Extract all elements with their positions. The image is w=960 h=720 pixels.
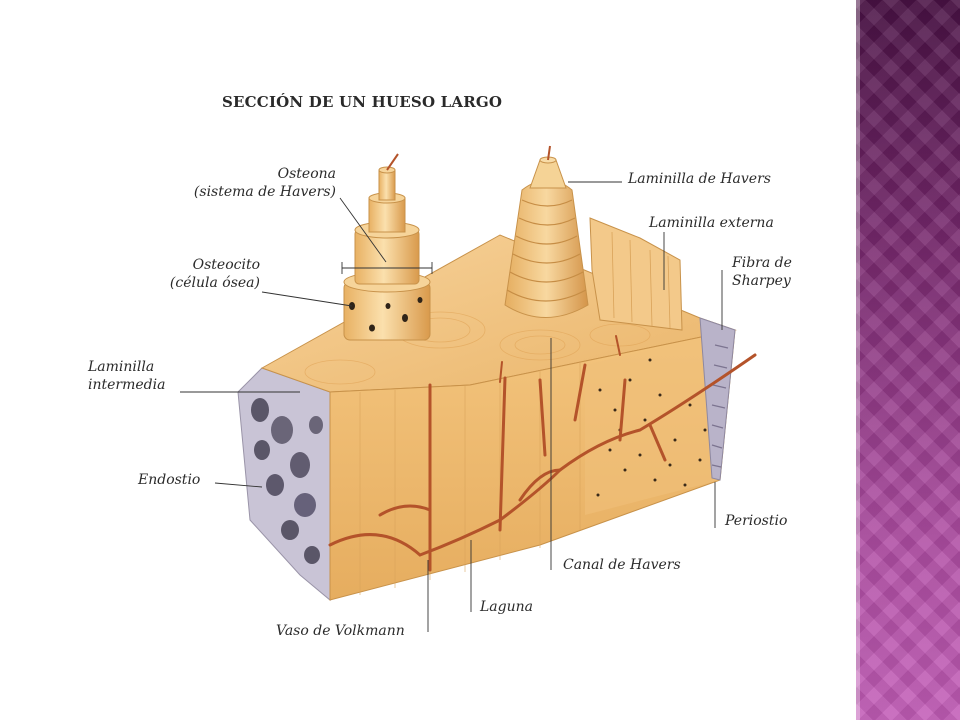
label-osteocito-line2: (célula ósea) bbox=[169, 275, 260, 291]
label-fibra-sharpey: Fibra de Sharpey bbox=[732, 254, 792, 290]
label-fibra-line2: Sharpey bbox=[732, 273, 791, 289]
label-vaso-volkmann: Vaso de Volkmann bbox=[276, 623, 405, 639]
leader-lines bbox=[180, 181, 723, 632]
blood-vessels bbox=[328, 353, 757, 572]
bone-section-illustration bbox=[180, 145, 757, 632]
osteon-left bbox=[343, 153, 431, 341]
label-laminilla-intermedia-line1: Laminilla bbox=[88, 359, 155, 375]
label-laminilla-havers: Laminilla de Havers bbox=[628, 171, 771, 187]
outer-lamella-wall bbox=[589, 217, 683, 331]
label-laminilla-intermedia-line2: intermedia bbox=[88, 377, 166, 393]
slide: SECCIÓN DE UN HUESO LARGO bbox=[88, 93, 792, 639]
periosteum bbox=[699, 317, 736, 481]
diagram-title: SECCIÓN DE UN HUESO LARGO bbox=[222, 93, 503, 111]
decorative-side-panel bbox=[856, 0, 960, 720]
label-laminilla-externa: Laminilla externa bbox=[649, 215, 774, 231]
label-osteona-line2: (sistema de Havers) bbox=[193, 184, 336, 200]
label-endostio: Endostio bbox=[138, 472, 201, 488]
label-osteocito: Osteocito (célula ósea) bbox=[150, 256, 260, 292]
spongy-bone bbox=[237, 367, 331, 602]
label-laguna: Laguna bbox=[480, 599, 533, 615]
label-laminilla-intermedia: Laminilla intermedia bbox=[88, 358, 165, 394]
label-canal-havers: Canal de Havers bbox=[563, 557, 681, 573]
label-osteona-line1: Osteona bbox=[277, 166, 336, 182]
label-osteona: Osteona (sistema de Havers) bbox=[176, 165, 336, 201]
label-fibra-line1: Fibra de bbox=[732, 255, 792, 271]
osteon-right bbox=[504, 145, 589, 318]
label-osteocito-line1: Osteocito bbox=[192, 257, 260, 273]
label-periostio: Periostio bbox=[725, 513, 788, 529]
